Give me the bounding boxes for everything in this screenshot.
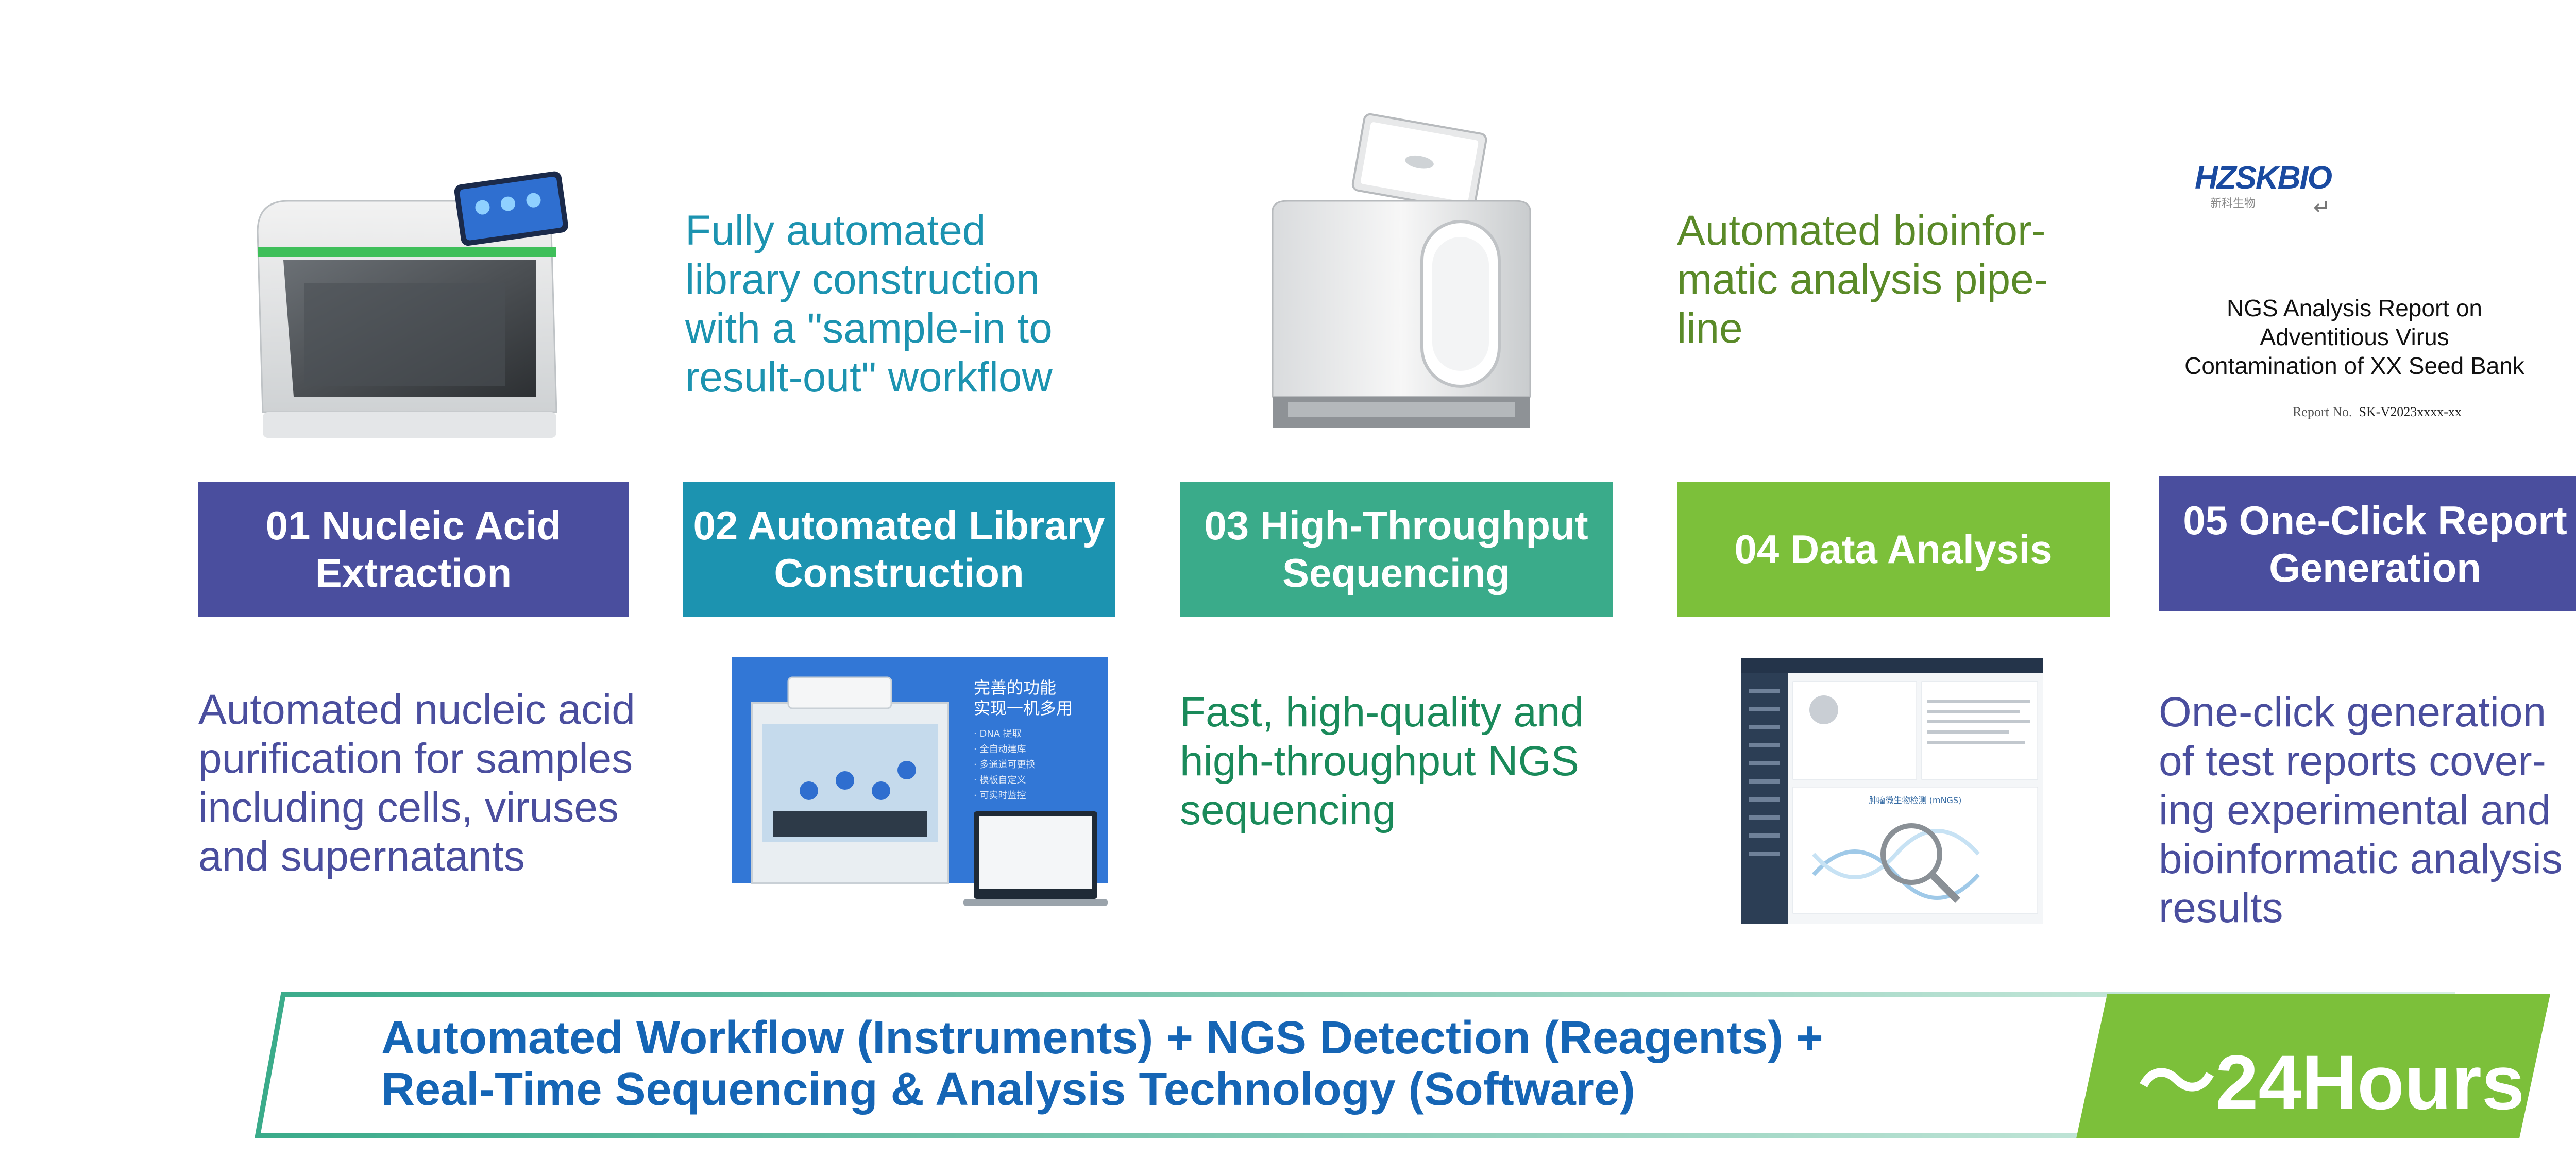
report-preview: HZSKBIO 新科生物 ↵ NGS Analysis Report on Ad… [2164, 149, 2545, 438]
description-line: library construction [685, 256, 1040, 303]
step-03-high-throughput-sequencing: 03 High-Throughput Sequencing [1180, 482, 1613, 617]
description-line: results [2159, 884, 2283, 931]
description-line: and supernatants [198, 833, 525, 880]
description-line: Fast, high-quality and [1180, 689, 1584, 736]
company-logo: HZSKBIO 新科生物 [2195, 160, 2332, 210]
sequencer-instrument-image [1267, 108, 1535, 438]
library-screen-heading: 完善的功能 实现一机多用 [974, 678, 1073, 718]
description-line: ing experimental and [2159, 787, 2551, 833]
description-line: line [1677, 305, 1743, 352]
nucleic-acid-extraction-description: Automated nucleic acid purification for … [198, 685, 635, 881]
step-02-automated-library-construction: 02 Automated Library Construction [683, 482, 1115, 617]
step-04-data-analysis: 04 Data Analysis [1677, 482, 2110, 617]
report-number: Report No. SK-V2023xxxx-xx [2293, 404, 2462, 419]
description-line: Fully automated [685, 207, 986, 254]
description-line: result-out" workflow [685, 354, 1053, 401]
data-analysis-description: Automated bioinfor- matic analysis pipe-… [1677, 206, 2048, 353]
description-line: One-click generation [2159, 689, 2547, 736]
library-construction-description: Fully automated library construction wit… [685, 206, 1053, 402]
banner-line: Automated Workflow (Instruments) + NGS D… [381, 1012, 1823, 1064]
report-title: NGS Analysis Report on Adventitious Viru… [2184, 295, 2524, 379]
duration-badge [2076, 994, 2550, 1138]
return-arrow-icon: ↵ [2313, 196, 2331, 219]
description-line: matic analysis pipe- [1677, 256, 2048, 303]
step-05-one-click-report-generation: 05 One-Click Report Generation [2159, 476, 2576, 611]
duration-label: ～24Hours [2138, 1039, 2525, 1126]
description-line: of test reports cover- [2159, 738, 2546, 785]
library-screen-feature-list: · DNA 提取 · 全自动建库 · 多通道可更换 · 模板自定义 · 可实时监… [974, 728, 1036, 801]
report-generation-description: One-click generation of test reports cov… [2159, 688, 2563, 932]
extraction-instrument-image [247, 170, 582, 458]
sequencing-description: Fast, high-quality and high-throughput N… [1180, 688, 1584, 835]
description-line: high-throughput NGS [1180, 738, 1579, 785]
banner-line: Real-Time Sequencing & Analysis Technolo… [381, 1064, 1635, 1115]
description-line: sequencing [1180, 787, 1396, 833]
description-line: including cells, viruses [198, 784, 619, 831]
summary-banner-frame [255, 992, 2550, 1138]
step-01-nucleic-acid-extraction: 01 Nucleic Acid Extraction [198, 482, 629, 617]
description-line: bioinformatic analysis [2159, 836, 2563, 882]
software-result-banner: 肿瘤微生物检测 (mNGS) [1869, 795, 1962, 805]
description-line: purification for samples [198, 735, 633, 782]
description-line: with a "sample-in to [685, 305, 1053, 352]
description-line: Automated nucleic acid [198, 686, 635, 733]
description-line: Automated bioinfor- [1677, 207, 2046, 254]
summary-banner-text: Automated Workflow (Instruments) + NGS D… [381, 1012, 1823, 1115]
library-construction-image: 完善的功能 实现一机多用 · DNA 提取 · 全自动建库 · 多通道可更换 ·… [732, 657, 1108, 925]
analysis-software-image: 肿瘤微生物检测 (mNGS) [1741, 658, 2043, 924]
